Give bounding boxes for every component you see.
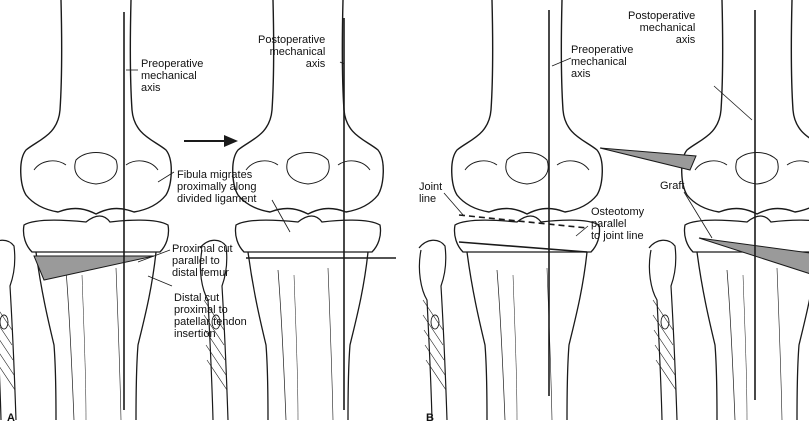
- joint-line-label: Joint line: [419, 181, 442, 205]
- graft-label: Graft: [660, 180, 684, 192]
- panel-letter-a: A: [7, 412, 15, 424]
- proximal-cut-label: Proximal cut parallel to distal femur: [172, 243, 233, 279]
- right-arrow-icon: [184, 135, 238, 147]
- graft-wedge: [600, 148, 696, 170]
- postop-axis-label-a: Postoperative mechanical axis: [258, 34, 325, 70]
- osteotomy-label: Osteotomy parallel to joint line: [591, 206, 644, 242]
- fibula-migration-label: Fibula migrates proximally along divided…: [177, 169, 257, 205]
- panel-b-postop-knee: [649, 0, 809, 420]
- postop-axis-label-b: Postoperative mechanical axis: [628, 10, 695, 46]
- distal-cut-label: Distal cut proximal to patellar tendon i…: [174, 292, 247, 340]
- preop-axis-label-a: Preoperative mechanical axis: [141, 58, 203, 94]
- wedge-resection: [34, 256, 154, 280]
- panel-letter-b: B: [426, 412, 434, 424]
- preop-axis-label-b: Preoperative mechanical axis: [571, 44, 633, 80]
